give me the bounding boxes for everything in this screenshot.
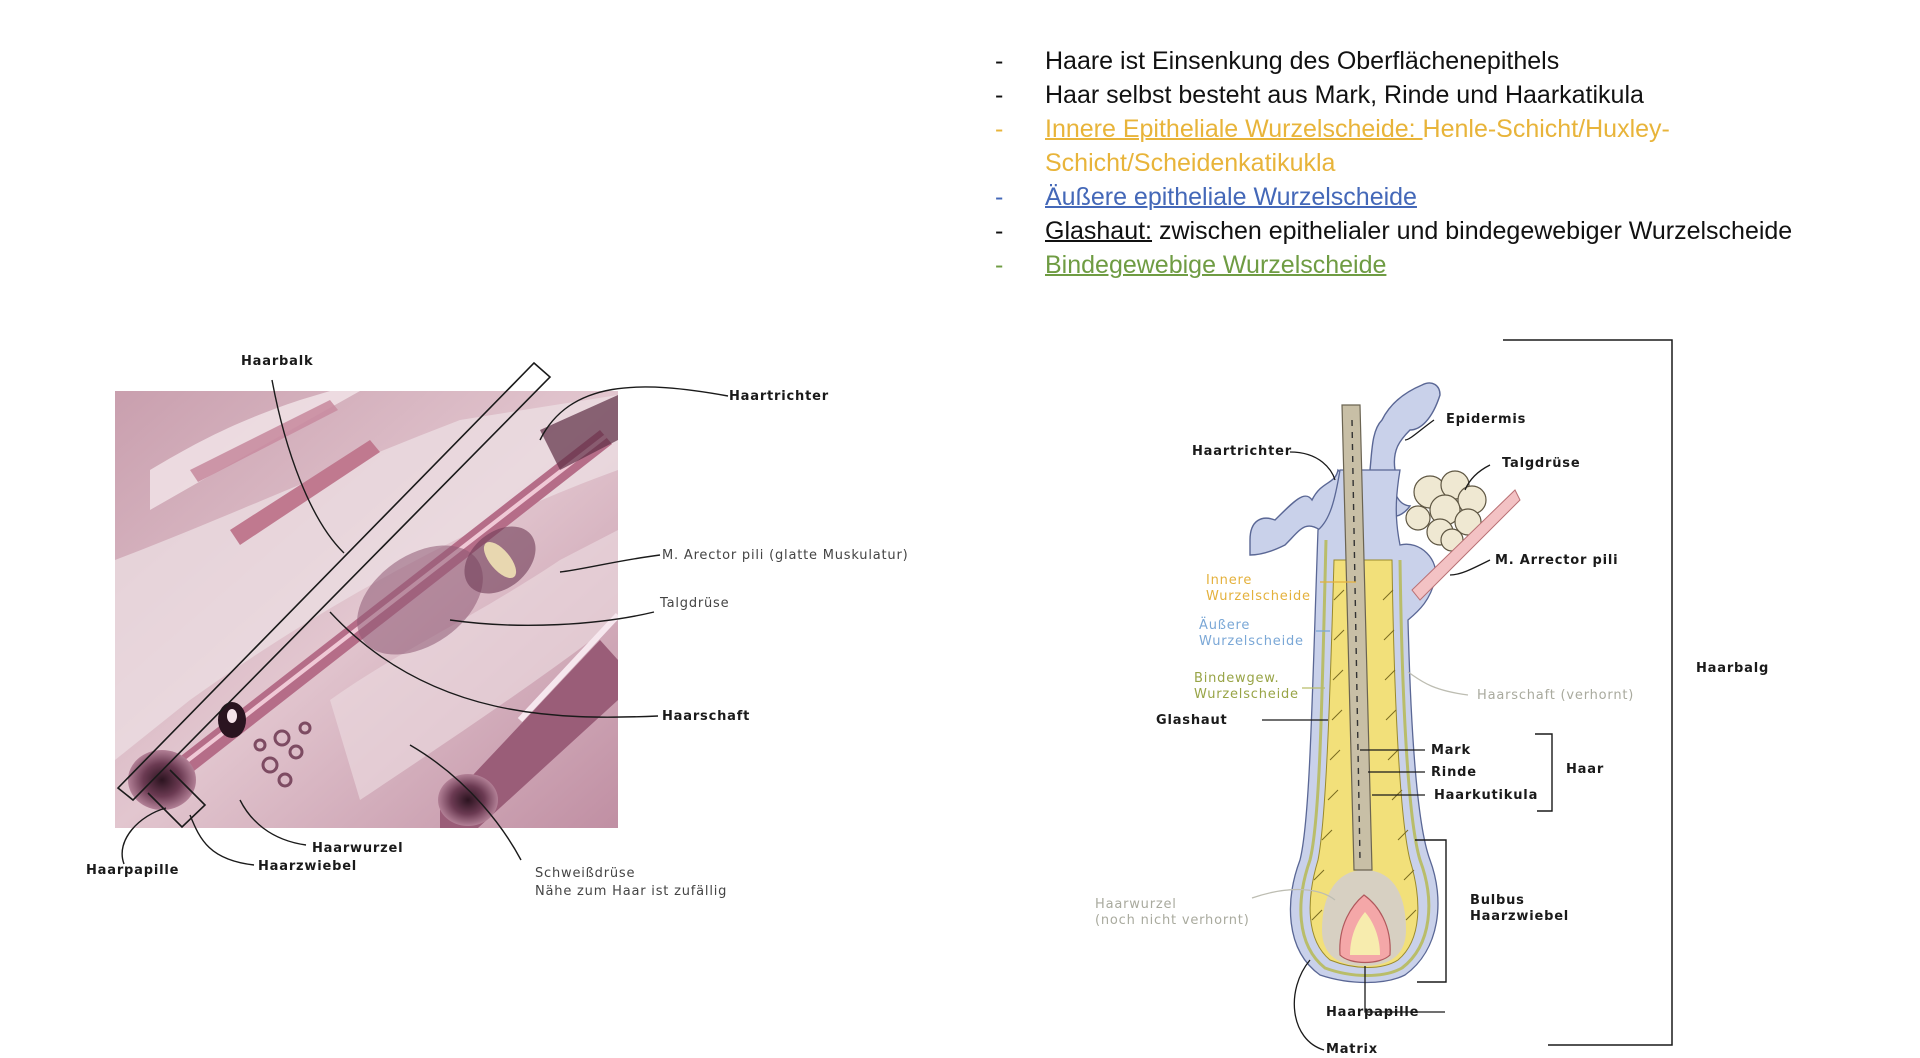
label-aeussere-2: Wurzelscheide [1199, 634, 1304, 649]
bullet-text: Henle-Schicht/Huxley-Schicht/Scheidenkat… [1045, 115, 1670, 177]
label-talgdruese: Talgdrüse [660, 596, 730, 611]
label-haarkutikula: Haarkutikula [1434, 788, 1539, 803]
label-haarschaft: Haarschaft [662, 709, 751, 724]
bullet-term: Glashaut: [1045, 217, 1153, 245]
label-haarpapille-schematic: Haarpapille [1326, 1005, 1420, 1020]
arrector-pili-muscle [1411, 489, 1521, 601]
label-bindegew-1: Bindewgew. [1194, 671, 1280, 686]
connective-sheath [1299, 539, 1431, 977]
bullet-dash: - [995, 251, 1004, 279]
medulla-line [1351, 419, 1361, 861]
label-schweissdruese-note: Nähe zum Haar ist zufällig [535, 884, 728, 899]
bullet-item: - Bindegewebige Wurzelscheide [995, 248, 1895, 282]
label-mark: Mark [1431, 743, 1471, 758]
label-haarschaft-verhornt: Haarschaft (verhornt) [1477, 688, 1635, 703]
bulbus-bracket [1415, 839, 1447, 983]
label-aeussere-1: Äußere [1199, 618, 1251, 633]
bullet-dash: - [995, 115, 1004, 143]
label-bindegew-2: Wurzelscheide [1194, 687, 1299, 702]
label-matrix: Matrix [1326, 1042, 1378, 1057]
haarbalg-bracket [1503, 339, 1673, 1046]
label-haarbalk: Haarbalk [241, 354, 314, 369]
label-rinde: Rinde [1431, 765, 1477, 780]
bullet-dash: - [995, 47, 1004, 75]
label-haarzwiebel: Haarzwiebel [258, 859, 358, 874]
papilla-core [1350, 912, 1380, 955]
bullet-text: Haar selbst besteht aus Mark, Rinde und … [1045, 81, 1644, 109]
micrograph [115, 391, 618, 828]
label-haarwurzel: Haarwurzel [312, 841, 404, 856]
bullet-item: - Innere Epitheliale Wurzelscheide: Henl… [995, 112, 1895, 180]
sebaceous-gland [1405, 470, 1487, 552]
label-innere-1: Innere [1206, 573, 1253, 588]
schematic-leaders [1262, 419, 1491, 1051]
histology-leaders [121, 379, 729, 866]
label-haartrichter-schematic: Haartrichter [1192, 444, 1292, 459]
label-innere-2: Wurzelscheide [1206, 589, 1311, 604]
bullet-term: Bindegewebige Wurzelscheide [1045, 251, 1387, 279]
label-glashaut: Glashaut [1156, 713, 1228, 728]
haar-bracket [1535, 733, 1553, 812]
bullet-item: - Haar selbst besteht aus Mark, Rinde un… [995, 78, 1895, 112]
bullet-dash: - [995, 217, 1004, 245]
label-haarbalg: Haarbalg [1696, 661, 1770, 676]
hair-shaft [1341, 404, 1373, 871]
label-bulbus: Bulbus [1470, 893, 1525, 908]
label-haartrichter: Haartrichter [729, 389, 829, 404]
label-epidermis: Epidermis [1446, 412, 1527, 427]
bullet-term: Innere Epitheliale Wurzelscheide: [1045, 115, 1423, 143]
label-talgdruese-schematic: Talgdrüse [1502, 456, 1581, 471]
bullet-item: - Äußere epitheliale Wurzelscheide [995, 180, 1895, 214]
bullet-dash: - [995, 81, 1004, 109]
label-haarwurzel-note: (noch nicht verhornt) [1095, 913, 1250, 928]
label-haarpapille: Haarpapille [86, 863, 180, 878]
bullet-text: zwischen epithelialer und bindegewebiger… [1152, 217, 1793, 245]
label-haarwurzel-schematic: Haarwurzel [1095, 897, 1177, 912]
bullet-item: - Haare ist Einsenkung des Oberflächenep… [995, 44, 1895, 78]
haarbalk-bracket [116, 361, 552, 829]
bullet-item: - Glashaut: zwischen epithelialer und bi… [995, 214, 1895, 248]
bullet-term: Äußere epitheliale Wurzelscheide [1045, 183, 1417, 211]
label-haar: Haar [1566, 762, 1605, 777]
label-arrector-pili: M. Arector pili (glatte Muskulatur) [662, 548, 909, 563]
label-haarzwiebel-schematic: Haarzwiebel [1470, 909, 1570, 924]
label-arrector-pili-schematic: M. Arrector pili [1495, 553, 1619, 568]
inner-sheath-hatching [1311, 589, 1417, 921]
bullet-dash: - [995, 183, 1004, 211]
bullet-list: - Haare ist Einsenkung des Oberflächenep… [995, 44, 1895, 282]
bullet-text: Haare ist Einsenkung des Oberflächenepit… [1045, 47, 1560, 75]
label-schweissdruese: Schweißdrüse [535, 866, 636, 881]
